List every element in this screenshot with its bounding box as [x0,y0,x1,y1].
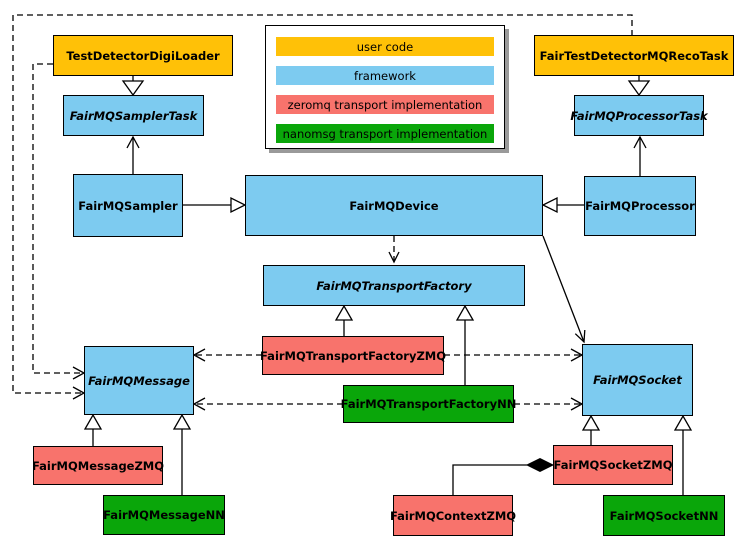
edge-sampler-to-device [183,196,247,214]
edge-factoryzmq-to-transportfactory [334,304,354,336]
edge-factorynn-to-message [192,397,343,411]
node-fairmqtransportfactory: FairMQTransportFactory [263,265,525,306]
node-label: FairMQMessageNN [103,508,225,522]
node-label: FairMQSamplerTask [69,108,198,123]
legend-item-framework: framework [276,66,494,85]
edge-messagenn-to-message [172,413,192,495]
node-fairmqtransportfactorynn: FairMQTransportFactoryNN [340,385,517,423]
node-fairmqcontextzmq: FairMQContextZMQ [389,495,517,536]
node-fairtestdetectormqrecotask: FairTestDetectorMQRecoTask [534,35,734,76]
legend-item-zeromq: zeromq transport implementation [276,95,494,114]
node-fairmqsocketzmq: FairMQSocketZMQ [553,445,673,485]
node-label: FairMQSocketNN [609,508,719,523]
node-fairmqsocketnn: FairMQSocketNN [603,495,725,536]
node-label: FairTestDetectorMQRecoTask [539,48,729,63]
node-label: TestDetectorDigiLoader [66,48,220,63]
edge-sampler-to-samplertask [126,135,140,174]
node-label: FairMQTransportFactoryNN [340,397,517,411]
node-fairmqprocessortask: FairMQProcessorTask [570,95,708,136]
edge-device-to-transportfactory [388,236,400,264]
edge-socketzmq-to-socket [581,414,601,445]
node-label: FairMQProcessor [585,199,695,213]
node-label: FairMQContextZMQ [389,508,517,523]
node-label: FairMQDevice [349,198,439,213]
node-testdetectordigiloader: TestDetectorDigiLoader [53,35,233,76]
node-label: FairMQSocketZMQ [553,458,673,472]
node-fairmqtransportfactoryzmq: FairMQTransportFactoryZMQ [260,336,447,375]
node-fairmqmessagezmq: FairMQMessageZMQ [31,446,165,485]
node-fairmqsampler: FairMQSampler [73,174,183,237]
edge-digiloader-to-samplertask [121,76,145,97]
legend-item-nanomsg: nanomsg transport implementation [276,124,494,143]
node-fairmqmessage: FairMQMessage [84,346,194,415]
node-fairmqprocessor: FairMQProcessor [584,176,696,236]
edge-messagezmq-to-message [83,413,103,446]
node-fairmqmessagenn: FairMQMessageNN [103,495,225,535]
node-label: FairMQMessage [88,373,190,388]
node-label: FairMQMessageZMQ [31,458,165,473]
node-label: FairMQTransportFactory [316,278,472,293]
legend-box: user code framework zeromq transport imp… [265,25,505,149]
legend-label-framework: framework [354,68,416,83]
edge-factoryzmq-to-message [192,348,262,362]
node-label: FairMQTransportFactoryZMQ [260,348,447,363]
legend-label-nanomsg: nanomsg transport implementation [282,126,488,141]
edge-processor-to-device [541,196,584,214]
edge-recotask-to-processortask [627,76,651,97]
edge-factorynn-to-transportfactory [455,304,475,385]
node-label: FairMQSampler [78,198,178,213]
edge-processor-to-processortask [633,135,647,176]
edge-contextzmq-to-socketzmq [452,457,555,495]
node-label: FairMQProcessorTask [570,108,708,123]
edge-socketnn-to-socket [673,414,693,495]
node-fairmqdevice: FairMQDevice [245,175,543,236]
node-fairmqsocket: FairMQSocket [582,344,693,416]
node-label: FairMQSocket [593,373,682,387]
legend-label-user-code: user code [356,39,414,54]
legend-item-user-code: user code [276,37,494,56]
node-fairmqsamplertask: FairMQSamplerTask [63,95,204,136]
edge-device-to-socket [542,235,586,344]
legend-label-zeromq: zeromq transport implementation [287,97,483,112]
edge-factorynn-to-socket [514,397,584,411]
